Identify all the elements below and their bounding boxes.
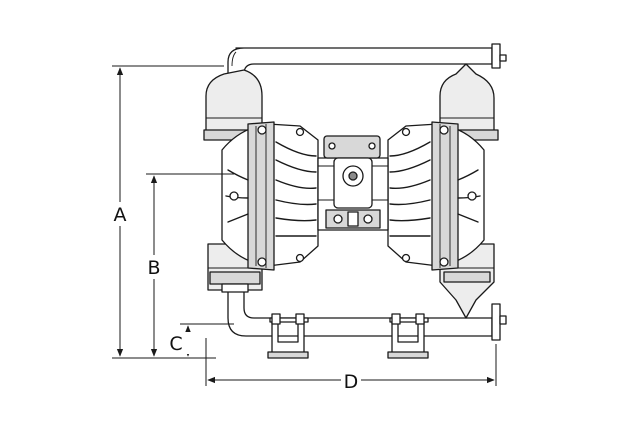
center-air-valve [317,135,389,231]
right-foot [387,313,429,359]
inlet-manifold [227,289,507,341]
label-c: C [169,333,182,355]
label-a: A [114,204,127,226]
left-diaphragm-housing [221,121,319,271]
label-d: D [344,371,359,393]
left-bottom-chamber [207,243,263,293]
left-top-chamber [203,69,267,141]
pump-body [203,43,507,359]
left-foot [267,313,309,359]
label-b: B [147,257,160,279]
right-diaphragm-housing [387,121,485,271]
